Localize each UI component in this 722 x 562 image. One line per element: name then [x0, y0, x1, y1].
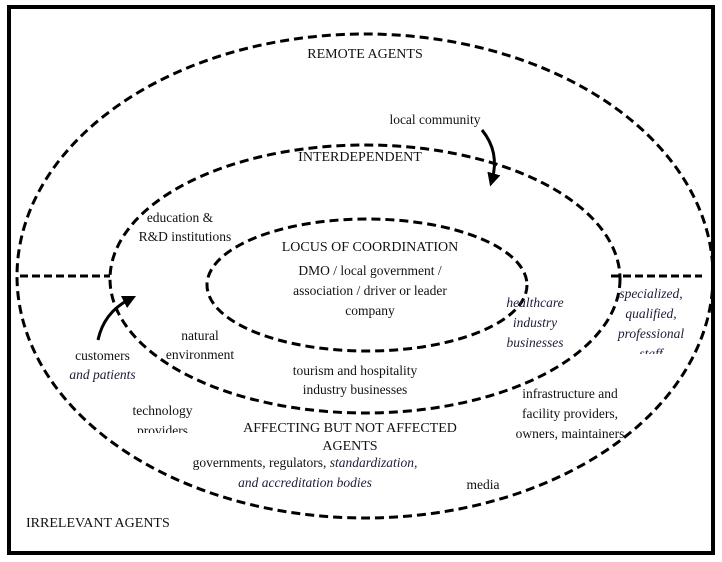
- agent-healthcare-line3: businesses: [506, 335, 564, 350]
- agent-media: media: [466, 477, 500, 492]
- local-community-arrow: [480, 129, 501, 187]
- agent-infrastructure-line1: infrastructure and: [522, 386, 618, 401]
- zone-label-remote-agents: REMOTE AGENTS: [307, 47, 423, 62]
- agent-customers-line1: customers: [75, 348, 130, 363]
- remote-agents-ellipse: [15, 32, 715, 520]
- agent-staff-line3: professional: [617, 326, 685, 341]
- agent-education-line2: R&D institutions: [138, 229, 232, 244]
- agent-governments-italic: standardization,: [329, 455, 418, 470]
- customers-arrow: [96, 295, 137, 341]
- agent-technology-line1: technology: [132, 403, 193, 418]
- locus-members-line2: association / driver or leader: [293, 283, 447, 298]
- zone-label-interdependent: INTERDEPENDENT: [298, 150, 422, 165]
- agent-healthcare-line2: industry: [512, 315, 558, 330]
- agent-governments-line2: and accreditation bodies: [238, 475, 372, 490]
- agent-natural-line1: natural: [181, 328, 219, 343]
- agent-healthcare-line1: healthcare: [506, 295, 564, 310]
- agent-infrastructure-line2: facility providers,: [522, 406, 618, 421]
- agent-tourism-line2: industry businesses: [302, 382, 408, 397]
- interdependent-ellipse: [108, 143, 622, 415]
- agent-governments-line1: governments, regulators, standardization…: [170, 454, 440, 472]
- agent-technology-line2: providers: [137, 423, 188, 433]
- agent-infrastructure-line3: owners, maintainers: [515, 426, 625, 441]
- locus-members-line1: DMO / local government /: [298, 263, 442, 278]
- agent-staff-line4: staff: [639, 346, 663, 354]
- agent-staff-line2: qualified,: [625, 306, 677, 321]
- agent-governments-plain: governments, regulators,: [192, 455, 330, 470]
- zone-label-affecting-line1: AFFECTING BUT NOT AFFECTED: [243, 421, 457, 436]
- agent-local-community: local community: [389, 112, 481, 127]
- locus-ellipse: [205, 217, 529, 353]
- agent-education-line1: education &: [146, 210, 214, 225]
- agent-natural-line2: environment: [165, 347, 235, 362]
- zone-label-irrelevant-agents: IRRELEVANT AGENTS: [26, 516, 170, 531]
- zone-label-affecting-line2: AGENTS: [322, 439, 378, 454]
- zone-label-locus-of-coordination: LOCUS OF COORDINATION: [281, 240, 459, 255]
- locus-members-line3: company: [345, 303, 395, 318]
- agent-staff-line1: specialized,: [619, 286, 683, 301]
- agent-customers-line2: and patients: [69, 367, 136, 382]
- agent-tourism-line1: tourism and hospitality: [292, 363, 418, 378]
